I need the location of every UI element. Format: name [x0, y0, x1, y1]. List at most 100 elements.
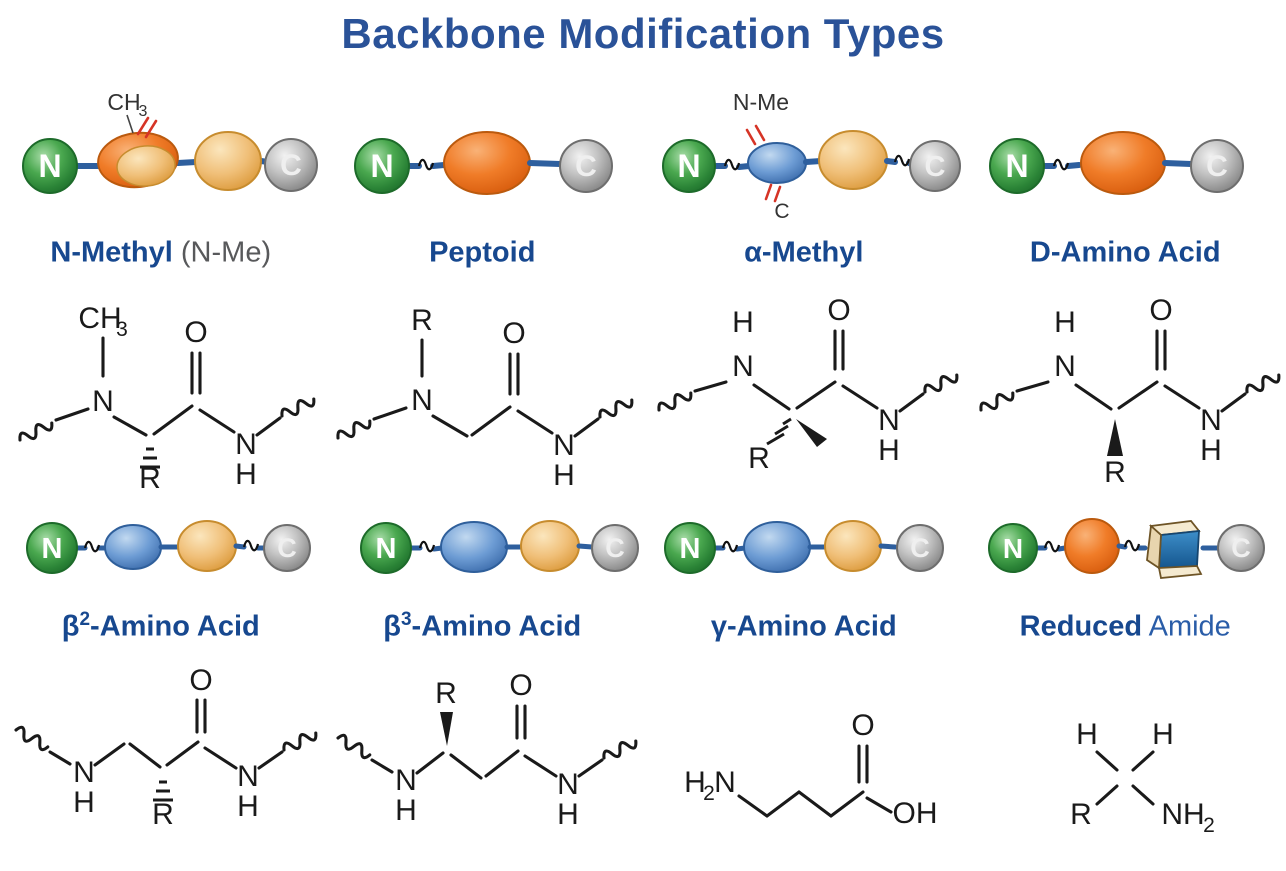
atom-r: R: [139, 462, 161, 490]
bead-residue-tan: [824, 520, 883, 572]
bond: [48, 750, 72, 766]
bead-amide-tan-overlay: [116, 145, 176, 187]
atom-h-left: H: [1076, 718, 1098, 751]
n-cap-letter: N: [370, 148, 393, 184]
atom-o: O: [190, 664, 213, 697]
bead-c-terminus: [264, 138, 319, 192]
atom-h: H: [73, 786, 95, 819]
bead-residue-orange: [1079, 131, 1166, 195]
bead-c-terminus: [1189, 139, 1244, 193]
bead-carbon-blue: [104, 524, 163, 570]
bead-c-terminus: [263, 524, 312, 572]
bond: [449, 753, 483, 780]
label-main: N-Methyl: [50, 236, 173, 269]
bond: [865, 796, 893, 814]
label-row-2: β2-Amino Acid β3-Amino Acid γ-Amino Acid…: [0, 598, 1286, 644]
c-annotation: C: [775, 200, 790, 223]
label-gamma-amino-acid: γ-Amino Acid: [643, 598, 965, 649]
bond: [152, 404, 194, 436]
label-alpha-methyl: α-Methyl: [643, 224, 965, 275]
bond: [829, 790, 865, 818]
label-row-1: N-Methyl (N-Me) Peptoid α-Methyl D-Amino…: [0, 224, 1286, 270]
bond: [54, 407, 90, 422]
methyl-annotation-sub: 3: [139, 103, 148, 120]
bond: [516, 409, 554, 435]
backbone-bond: [878, 543, 898, 550]
atom-amide-n: N: [237, 760, 259, 793]
hash-wedge: [774, 424, 790, 436]
atom-o: O: [185, 316, 208, 349]
atom-amide-h: H: [878, 434, 900, 467]
hash-wedge: [766, 432, 786, 446]
bead-n-terminus: [26, 522, 79, 574]
c-cap-letter: C: [575, 150, 597, 183]
bond: [198, 408, 236, 434]
bond: [128, 742, 162, 769]
atom-r: R: [1070, 798, 1092, 831]
atom-r: R: [152, 798, 174, 831]
bond: [737, 794, 769, 818]
bond: [523, 754, 558, 778]
bead-carbon-blue: [743, 521, 812, 573]
squiggle-bond: [599, 734, 640, 765]
cartoon-row-1: CH 3 N C N C: [0, 88, 1286, 228]
bond: [415, 751, 445, 775]
bead-n-terminus: [664, 522, 717, 574]
atom-amide-h: H: [1200, 434, 1222, 467]
atom-methyl: CH: [79, 302, 122, 335]
label-main: α-Methyl: [744, 236, 864, 269]
bond: [752, 383, 791, 411]
red-slash: [144, 119, 158, 139]
bond: [577, 758, 604, 778]
methyl-annotation: CH: [108, 89, 141, 115]
c-cap-letter: C: [1231, 533, 1251, 563]
atom-r: R: [748, 442, 770, 475]
atom-amide-n: N: [553, 429, 575, 462]
bond: [693, 380, 728, 393]
cartoon-beta3: N C: [323, 520, 641, 574]
label-light: Amide: [1142, 610, 1231, 643]
bead-n-terminus: [987, 523, 1038, 573]
n-cap-letter: N: [680, 533, 701, 565]
bond: [573, 417, 600, 438]
nme-annotation: N-Me: [733, 89, 789, 115]
label-post: -Amino Acid: [411, 610, 582, 643]
backbone-bond: [1064, 162, 1082, 169]
cartoon-peptoid: N C: [323, 131, 641, 195]
bond: [1131, 784, 1155, 806]
atom-amide-h: H: [237, 790, 259, 823]
label-d-amino-acid: D-Amino Acid: [965, 224, 1286, 275]
bond: [1117, 380, 1159, 410]
bead-residue-tan: [177, 520, 238, 572]
bond: [797, 790, 833, 818]
label-beta2-amino-acid: β2-Amino Acid: [0, 598, 322, 649]
solid-wedge-methyl: [796, 419, 828, 447]
red-slash: [773, 185, 782, 203]
label-main: Reduced: [1019, 610, 1143, 643]
label-beta3-amino-acid: β3-Amino Acid: [322, 598, 644, 649]
label-peptoid: Peptoid: [322, 224, 644, 275]
c-cap-letter: C: [911, 533, 931, 563]
n-cap-letter: N: [375, 533, 396, 565]
atom-amide-h: H: [235, 458, 257, 490]
atom-n: N: [1054, 350, 1076, 383]
atom-r: R: [435, 677, 457, 710]
backbone-bond: [1161, 160, 1194, 167]
bead-sphere-orange: [1063, 518, 1120, 574]
label-main: D-Amino Acid: [1029, 236, 1221, 269]
backbone-bond: [1056, 545, 1068, 552]
squiggle-bond: [595, 393, 636, 424]
bond: [93, 742, 126, 767]
squiggle-bond: [333, 731, 374, 762]
atom-h2n-h: H: [684, 766, 706, 799]
atom-amide-n: N: [1200, 404, 1222, 437]
atom-r: R: [1104, 456, 1126, 489]
squiggle-bond: [976, 386, 1017, 417]
atom-amide-n: N: [878, 404, 900, 437]
bond: [1163, 384, 1201, 410]
squiggle-bond: [655, 386, 696, 417]
bond: [1095, 784, 1119, 806]
bond: [1131, 750, 1155, 772]
c-cap-letter: C: [278, 533, 298, 563]
atom-h: H: [732, 306, 754, 339]
